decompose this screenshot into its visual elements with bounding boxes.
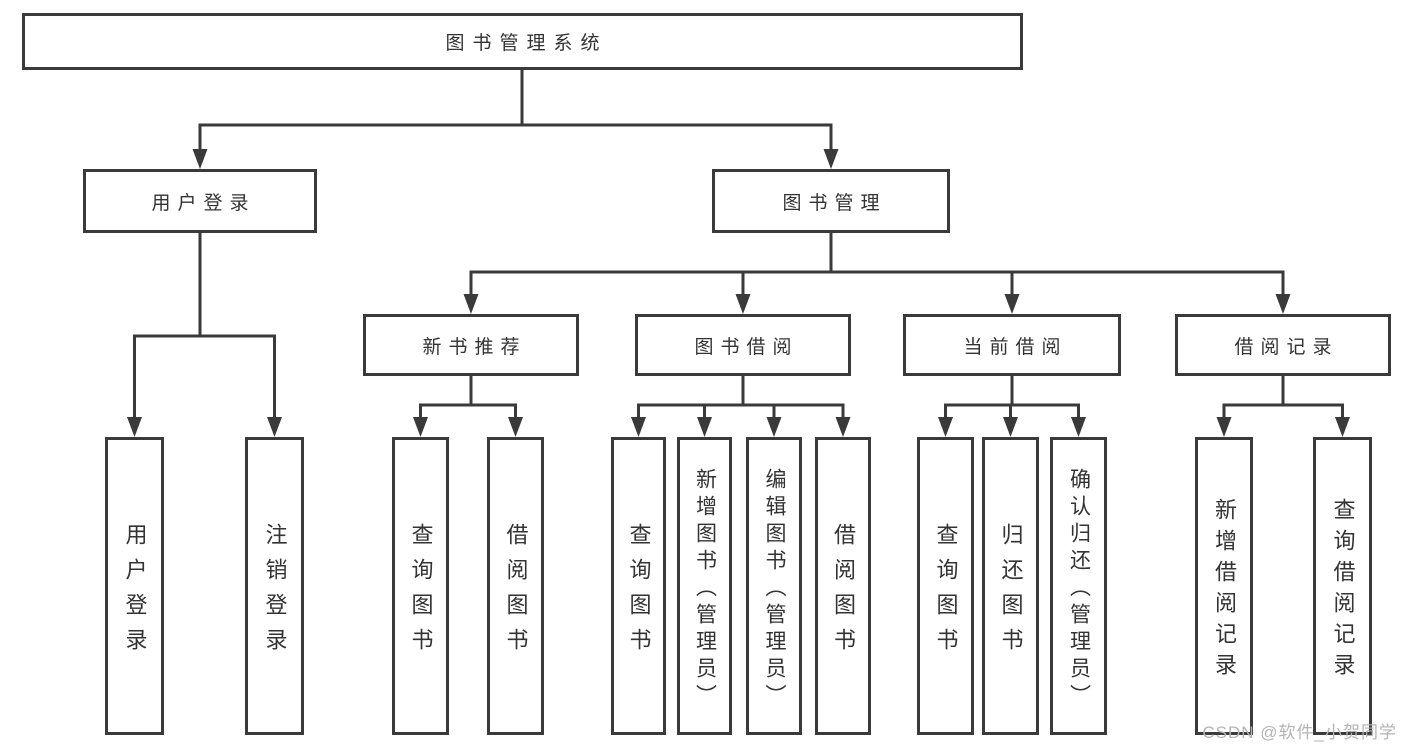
leaf-query-borrow-record: 查询借阅记录 (1313, 437, 1372, 735)
node-borrow-records-label: 借阅记录 (1234, 336, 1339, 358)
node-new-book-recommend-label: 新书推荐 (422, 336, 527, 358)
leaf-query-books-recommend-label: 查询图书 (408, 522, 434, 663)
leaf-return-books-label: 归还图书 (998, 522, 1024, 663)
leaf-query-books-current: 查询图书 (917, 437, 974, 735)
node-book-management: 图书管理 (712, 169, 950, 233)
leaf-confirm-return-admin: 确认归还（管理员） (1050, 437, 1107, 735)
node-current-borrow: 当前借阅 (903, 314, 1121, 376)
node-library-system-label: 图书管理系统 (445, 33, 608, 54)
leaf-edit-book-admin: 编辑图书（管理员） (746, 437, 802, 735)
leaf-add-borrow-record: 新增借阅记录 (1195, 437, 1253, 735)
leaf-borrow-books-label: 借阅图书 (831, 522, 856, 663)
watermark: CSDN @软件_小贺同学 (1202, 723, 1397, 742)
leaf-query-borrow-record-label: 查询借阅记录 (1330, 497, 1356, 684)
leaf-edit-book-admin-label: 编辑图书（管理员） (763, 467, 786, 711)
leaf-query-books-borrow-label: 查询图书 (626, 522, 652, 663)
leaf-query-books-current-label: 查询图书 (933, 522, 959, 663)
node-book-borrow: 图书借阅 (635, 314, 851, 376)
node-current-borrow-label: 当前借阅 (963, 336, 1068, 358)
leaf-add-book-admin-label: 新增图书（管理员） (693, 467, 717, 711)
node-book-management-label: 图书管理 (782, 192, 887, 214)
leaf-borrow-books-recommend-label: 借阅图书 (503, 522, 529, 663)
node-new-book-recommend: 新书推荐 (363, 314, 579, 376)
node-user-login-label: 用户登录 (151, 192, 256, 214)
leaf-query-books-recommend: 查询图书 (392, 437, 449, 735)
leaf-borrow-books-recommend: 借阅图书 (487, 437, 544, 735)
node-borrow-records: 借阅记录 (1175, 314, 1391, 376)
leaf-return-books: 归还图书 (982, 437, 1039, 735)
leaf-borrow-books: 借阅图书 (815, 437, 871, 735)
leaf-user-login-label: 用户登录 (122, 522, 148, 663)
leaf-confirm-return-admin-label: 确认归还（管理员） (1067, 467, 1091, 711)
leaf-logout-label: 注销登录 (262, 522, 288, 663)
node-user-login: 用户登录 (83, 169, 317, 233)
leaf-query-books-borrow: 查询图书 (611, 437, 666, 735)
leaf-add-borrow-record-label: 新增借阅记录 (1212, 497, 1237, 684)
leaf-logout: 注销登录 (245, 437, 304, 735)
leaf-user-login: 用户登录 (105, 437, 164, 735)
leaf-add-book-admin: 新增图书（管理员） (677, 437, 732, 735)
node-book-borrow-label: 图书借阅 (694, 336, 799, 358)
node-library-system: 图书管理系统 (22, 13, 1023, 70)
